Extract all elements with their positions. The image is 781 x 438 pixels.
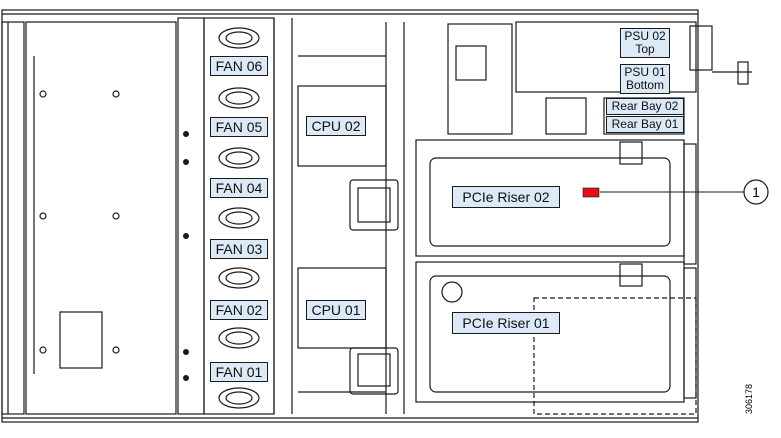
psu-02-line2: Top bbox=[635, 42, 655, 56]
fan-03-label: FAN 03 bbox=[210, 239, 268, 259]
fan-02-label: FAN 02 bbox=[210, 300, 268, 320]
front-bezel bbox=[1, 21, 25, 415]
fan-05-label: FAN 05 bbox=[210, 117, 268, 137]
fan-06-label: FAN 06 bbox=[210, 56, 268, 76]
red-marker bbox=[582, 187, 600, 198]
fan-tray bbox=[203, 17, 275, 415]
pcie-riser-01-label: PCIe Riser 01 bbox=[452, 312, 560, 334]
cpu-01-label: CPU 01 bbox=[306, 300, 366, 320]
figure-id: 306178 bbox=[744, 383, 755, 415]
psu-01-line1: PSU 01 bbox=[624, 65, 666, 79]
cpu-02-label: CPU 02 bbox=[306, 116, 366, 136]
drive-bay-area bbox=[25, 21, 177, 415]
fan-rings bbox=[218, 27, 260, 409]
fan-04-label: FAN 04 bbox=[210, 178, 268, 198]
psu-01-label: PSU 01 Bottom bbox=[620, 64, 670, 94]
psu-02-label: PSU 02 Top bbox=[620, 28, 670, 58]
psu-02-line1: PSU 02 bbox=[624, 29, 666, 43]
psu-01-line2: Bottom bbox=[625, 78, 664, 92]
motherboard-component bbox=[447, 23, 513, 135]
callout-number: 1 bbox=[752, 184, 760, 200]
pcie-riser-02-label: PCIe Riser 02 bbox=[452, 186, 560, 208]
front-panel-module bbox=[59, 311, 103, 369]
rear-bay-01-label: Rear Bay 01 bbox=[606, 116, 684, 133]
psu-bay bbox=[515, 21, 697, 93]
rear-bay-02-label: Rear Bay 02 bbox=[606, 98, 684, 115]
fan-01-label: FAN 01 bbox=[210, 362, 268, 382]
callout-circle bbox=[743, 179, 769, 205]
